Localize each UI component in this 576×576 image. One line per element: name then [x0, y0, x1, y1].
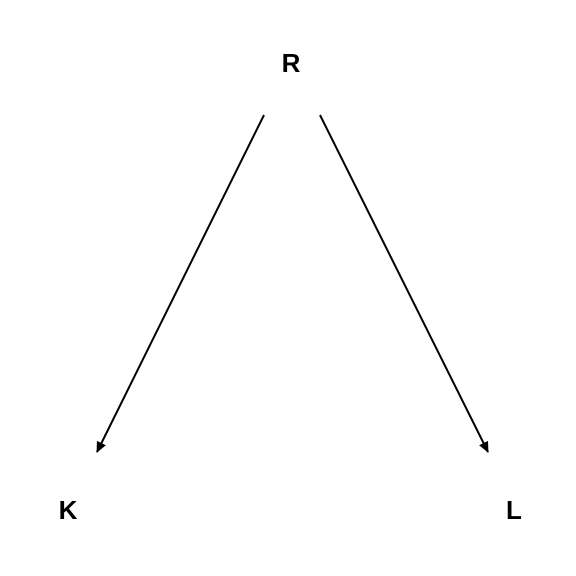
edge-r-to-k: [96, 114, 265, 453]
node-label-l: L: [506, 495, 522, 525]
node-label-k: K: [59, 495, 78, 525]
edge-r-to-l: [319, 114, 489, 453]
node-label-r: R: [282, 48, 301, 78]
